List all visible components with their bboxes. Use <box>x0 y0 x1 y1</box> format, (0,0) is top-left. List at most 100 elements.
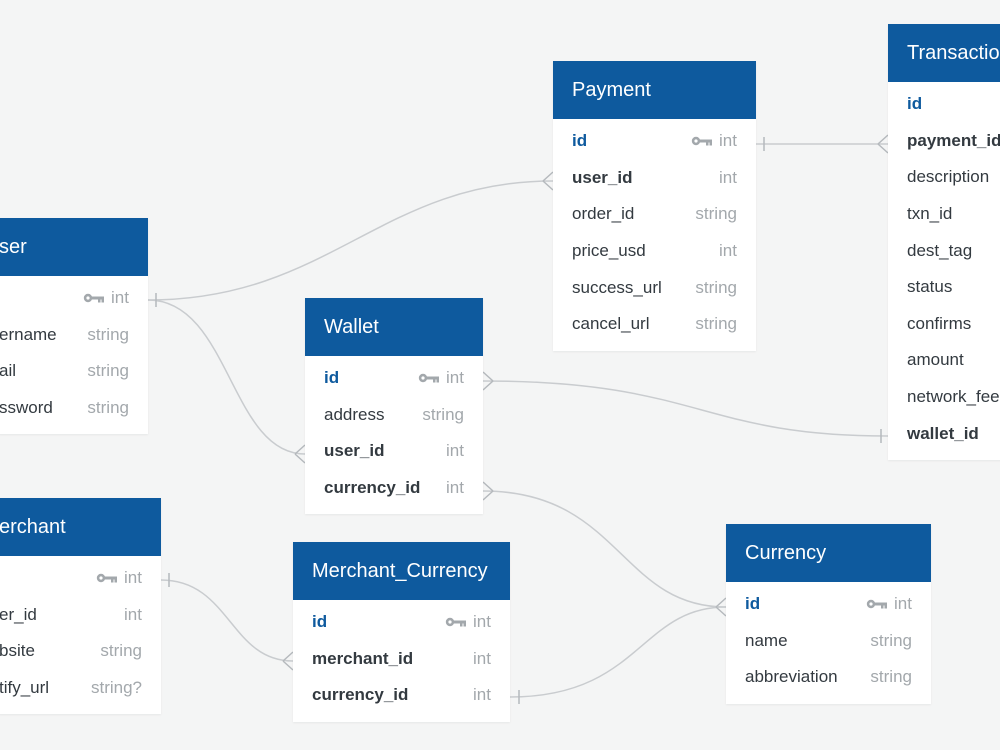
field-row[interactable]: txn_id <box>888 196 1000 233</box>
key-icon <box>96 574 118 583</box>
field-type: int <box>446 441 464 461</box>
field-row[interactable]: cancel_url string <box>553 306 756 343</box>
field-name: bsite <box>0 641 35 661</box>
field-type: int <box>719 131 737 151</box>
field-name: id <box>572 131 588 151</box>
key-icon <box>691 137 713 146</box>
field-name: success_url <box>572 277 662 297</box>
field-row[interactable]: description <box>888 159 1000 196</box>
field-row[interactable]: merchant_id int <box>293 641 510 678</box>
field-row[interactable]: confirms <box>888 306 1000 343</box>
field-row[interactable]: name string <box>726 623 931 660</box>
field-row[interactable]: user_id int <box>553 160 756 197</box>
field-type-wrap: int <box>866 594 912 614</box>
field-name: abbreviation <box>745 667 838 687</box>
many-marker <box>282 651 294 671</box>
field-name: merchant_id <box>312 648 414 668</box>
field-name: price_usd <box>572 241 646 261</box>
field-name: user_id <box>572 167 633 187</box>
entity-transaction[interactable]: Transactio id payment_id description txn… <box>888 24 1000 460</box>
field-row[interactable]: dest_tag <box>888 232 1000 269</box>
link-merchantcurrency-currency <box>509 606 727 698</box>
key-icon <box>866 600 888 609</box>
field-row[interactable]: payment_id <box>888 123 1000 160</box>
field-row[interactable]: id int <box>726 586 931 623</box>
field-row[interactable]: ername string <box>0 317 148 354</box>
field-row[interactable]: wallet_id <box>888 415 1000 452</box>
field-row[interactable]: bsite string <box>0 633 161 670</box>
field-type: int <box>124 568 142 588</box>
field-row[interactable]: id int <box>293 604 510 641</box>
many-marker <box>877 134 889 154</box>
field-name: user_id <box>324 441 385 461</box>
entity-title: Transactio <box>888 24 1000 82</box>
field-type-wrap: int <box>96 568 142 588</box>
entity-fields: id int name string abbreviation string <box>726 582 931 704</box>
many-marker <box>482 371 494 391</box>
field-row[interactable]: id int <box>553 123 756 160</box>
field-row[interactable]: id <box>888 86 1000 123</box>
entity-title: erchant <box>0 498 161 556</box>
field-type: int <box>719 167 737 187</box>
field-type-wrap: int <box>445 612 491 632</box>
field-name: ssword <box>0 398 53 418</box>
field-row[interactable]: int <box>0 280 148 317</box>
field-row[interactable]: id int <box>305 360 483 397</box>
key-icon <box>445 618 467 627</box>
field-type: string? <box>90 678 142 698</box>
field-name: name <box>745 630 788 650</box>
field-type: int <box>473 648 491 668</box>
field-type: string <box>695 314 737 334</box>
field-row[interactable]: int <box>0 560 161 597</box>
field-row[interactable]: user_id int <box>305 433 483 470</box>
field-name: cancel_url <box>572 314 650 334</box>
link-wallet-currency <box>482 490 727 608</box>
many-marker <box>482 481 494 501</box>
field-name: ername <box>0 324 57 344</box>
field-type: int <box>894 594 912 614</box>
field-name: confirms <box>907 313 972 333</box>
field-type: string <box>100 641 142 661</box>
field-row[interactable]: abbreviation string <box>726 659 931 696</box>
field-name: id <box>745 594 761 614</box>
field-type: int <box>111 288 129 308</box>
field-name: id <box>324 368 340 388</box>
field-type: string <box>695 204 737 224</box>
link-user-payment <box>147 180 554 301</box>
field-type: int <box>124 604 142 624</box>
field-type: string <box>87 324 129 344</box>
field-type-wrap: int <box>83 288 129 308</box>
field-type: int <box>719 241 737 261</box>
link-merchant-merchantcurrency <box>160 579 294 662</box>
field-name: amount <box>907 350 964 370</box>
field-name: ail <box>0 361 17 381</box>
field-type: string <box>870 667 912 687</box>
field-type: string <box>870 630 912 650</box>
field-row[interactable]: network_fee <box>888 379 1000 416</box>
field-type-wrap: int <box>691 131 737 151</box>
field-name: id <box>907 94 923 114</box>
field-row[interactable]: status <box>888 269 1000 306</box>
field-type: string <box>422 404 464 424</box>
field-row[interactable]: price_usd int <box>553 233 756 270</box>
key-icon <box>418 374 440 383</box>
field-name: wallet_id <box>907 423 979 443</box>
field-name: currency_id <box>324 478 421 498</box>
many-marker <box>542 171 554 191</box>
field-row[interactable]: amount <box>888 342 1000 379</box>
